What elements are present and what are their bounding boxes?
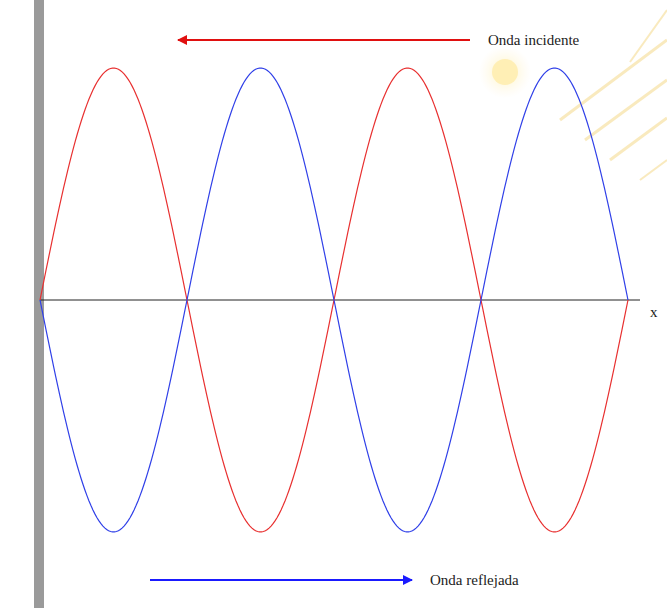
axis-label: x xyxy=(648,303,660,321)
wave-label: Onda reflejada xyxy=(428,571,521,589)
reflected-wave xyxy=(40,68,628,532)
x-axis xyxy=(40,300,640,301)
wall xyxy=(34,0,44,608)
sun-decoration xyxy=(479,10,667,180)
reflected-arrow xyxy=(150,579,412,581)
incident-wave xyxy=(40,68,628,532)
incident-arrow xyxy=(178,39,470,41)
wave-label: Onda incidente xyxy=(486,31,581,49)
